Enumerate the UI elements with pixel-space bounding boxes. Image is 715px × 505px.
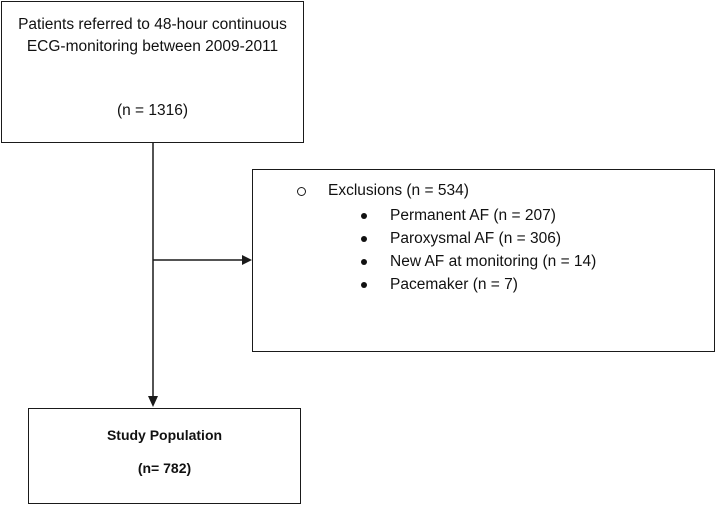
exclusion-item-label: New AF at monitoring (n = 14) [390,253,597,270]
bullet-dot-icon [361,236,367,242]
study-population-count: (n= 782) [137,460,192,476]
exclusions-box: Exclusions (n = 534) Permanent AF (n = 2… [252,169,715,352]
bullet-dot-icon [361,213,367,219]
exclusion-item-label: Paroxysmal AF (n = 306) [390,230,561,247]
arrow-down-icon [148,396,158,407]
circle-bullet-icon [297,187,306,196]
exclusion-item-label: Pacemaker (n = 7) [390,276,518,293]
referred-patients-text: Patients referred to 48-hour continuous … [18,16,287,55]
arrow-right-icon [242,255,252,265]
bullet-dot-icon [361,259,367,265]
study-population-title: Study Population [106,427,223,443]
exclusion-item-label: Permanent AF (n = 207) [390,207,556,224]
referred-patients-box: Patients referred to 48-hour continuous … [1,1,304,143]
exclusions-heading-text: Exclusions (n = 534) [328,182,469,199]
referred-patients-count: (n = 1316) [116,102,189,119]
bullet-dot-icon [361,282,367,288]
study-population-box: Study Population (n= 782) [28,408,301,504]
